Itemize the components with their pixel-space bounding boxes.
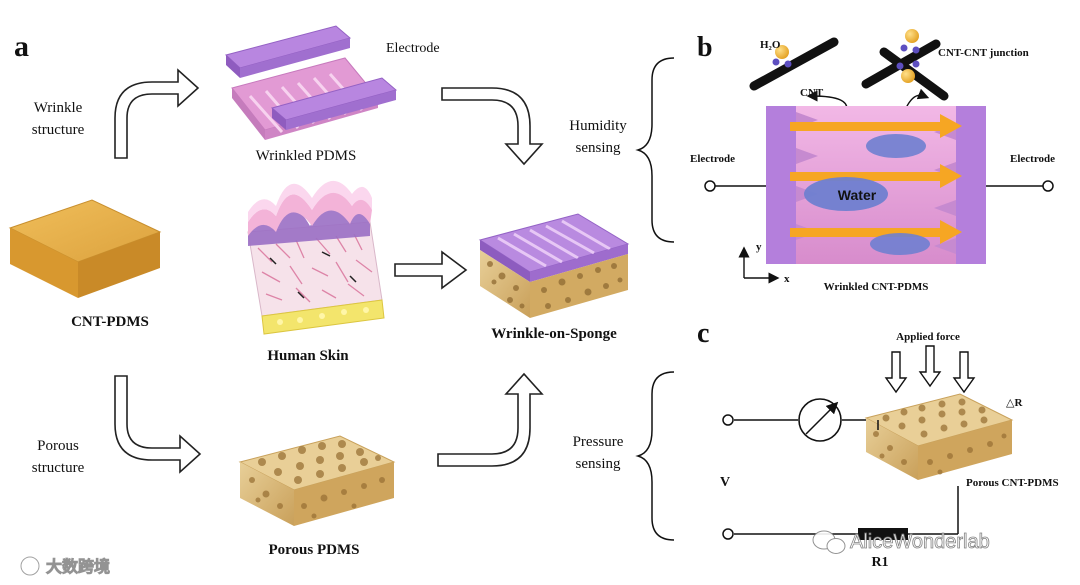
wrinkle-on-sponge-label: Wrinkle-on-Sponge: [491, 326, 617, 342]
cnt-label: CNT: [800, 87, 824, 99]
arrow-skin-to-sponge: [394, 250, 468, 290]
electrode-label-a: Electrode: [386, 41, 440, 56]
cnt-junction-label: CNT-CNT junction: [938, 47, 1029, 59]
voltage-label: V: [720, 475, 730, 490]
electrode-left-label: Electrode: [690, 153, 735, 165]
ammeter-icon: [798, 398, 842, 442]
watermark-left: 大数跨境: [19, 555, 110, 576]
resistor-r1: [858, 528, 908, 540]
wrinkled-pdms-illustration: [224, 25, 398, 140]
human-skin-illustration: [247, 180, 385, 335]
pressure-brace: [635, 371, 675, 541]
terminal-top: [722, 414, 734, 426]
watermark-right: AliceWonderlab: [812, 530, 990, 554]
porous-pdms-label: Porous PDMS: [269, 542, 360, 558]
watermark-right-text: AliceWonderlab: [850, 531, 990, 553]
delta-r-label: △R: [1006, 397, 1023, 409]
applied-force-arrows: [884, 345, 976, 394]
water-label: Water: [838, 187, 877, 203]
humidity-sensing-line1: Humidity: [569, 118, 627, 134]
left-electrode-terminal: [704, 180, 716, 192]
porous-cnt-pdms-label: Porous CNT-PDMS: [966, 477, 1059, 489]
wrinkled-cnt-pdms-caption: Wrinkled CNT-PDMS: [824, 281, 929, 293]
cnt-pdms-label: CNT-PDMS: [71, 314, 149, 330]
h2o-label: H₂O: [760, 39, 781, 51]
humidity-sensor-body: [766, 106, 986, 264]
cnt-cnt-junction: [861, 29, 949, 101]
watermark-left-text: 大数跨境: [46, 557, 110, 576]
axis-x-label: x: [784, 273, 790, 285]
pressure-sensing-line1: Pressure: [573, 434, 624, 450]
arrow-to-wrinkle-on-sponge-top: [441, 87, 544, 166]
panel-label-c: c: [697, 318, 709, 349]
humidity-sensing-line2: sensing: [576, 140, 622, 156]
electrode-right-label: Electrode: [1010, 153, 1055, 165]
humidity-brace: [635, 57, 675, 243]
wrinkle-structure-label-line2: structure: [32, 122, 85, 138]
porous-structure-label-line1: Porous: [37, 438, 79, 454]
arrow-porous-to-sponge: [437, 372, 544, 467]
cnt-pdms-block: [8, 199, 162, 298]
axis-y-label: y: [756, 241, 762, 253]
pressure-sensing-line2: sensing: [576, 456, 622, 472]
applied-force-label: Applied force: [896, 331, 960, 343]
porous-cnt-pdms-block: [864, 393, 1014, 480]
panel-label-a: a: [14, 30, 29, 63]
wechat-icon: [812, 530, 846, 554]
human-skin-label: Human Skin: [267, 348, 349, 364]
arrow-to-porous-pdms: [114, 375, 202, 474]
right-electrode-terminal: [1042, 180, 1054, 192]
arrow-to-wrinkled-pdms: [114, 68, 200, 159]
terminal-bottom: [722, 528, 734, 540]
wrinkle-on-sponge-illustration: [478, 213, 630, 318]
cnt-rod-single: [749, 37, 839, 91]
wrinkled-pdms-label: Wrinkled PDMS: [256, 148, 357, 164]
porous-pdms-illustration: [238, 435, 396, 526]
xy-axes-icon: [738, 246, 780, 284]
porous-structure-label-line2: structure: [32, 460, 85, 476]
panel-label-b: b: [697, 32, 713, 63]
wrinkle-structure-label-line1: Wrinkle: [34, 100, 83, 116]
r1-label: R1: [871, 555, 888, 570]
